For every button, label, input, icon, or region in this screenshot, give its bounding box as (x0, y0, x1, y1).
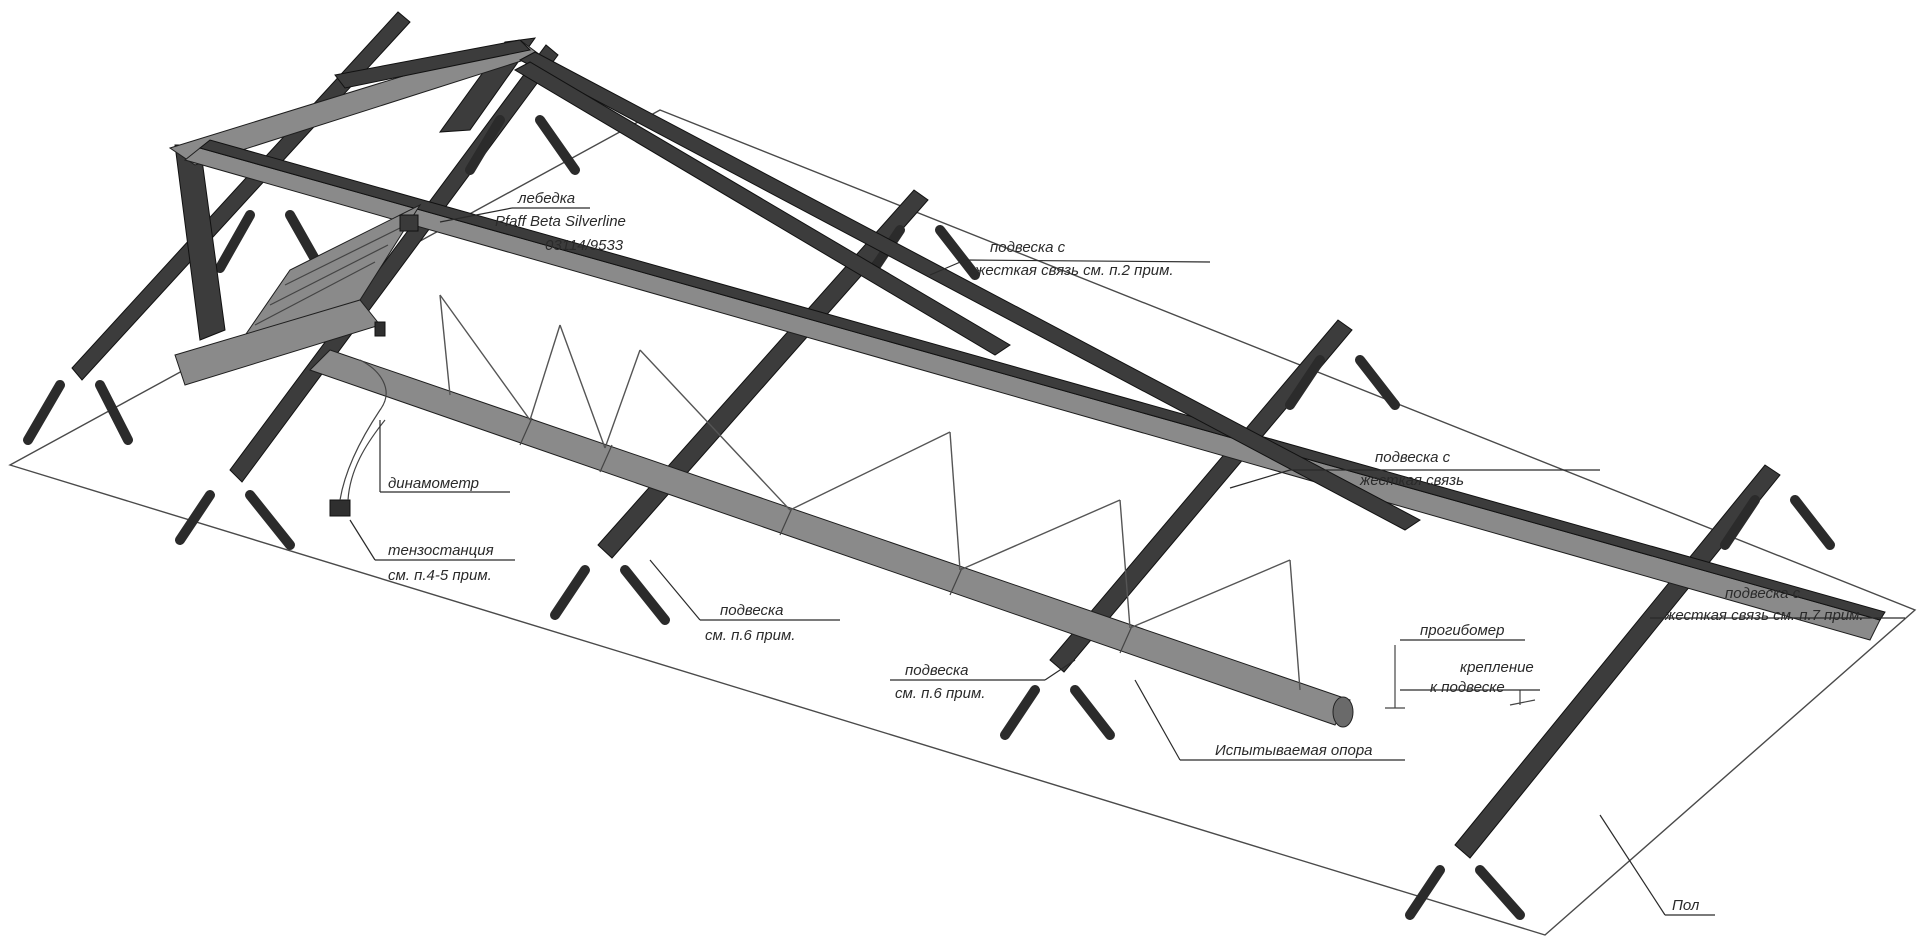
callout-winch-line1: лебедка (517, 190, 575, 207)
callout-winch: лебедка Pfaff Beta Silverline 03114/9533 (439, 190, 626, 254)
callout-load-fixture-line1: крепление (1460, 659, 1534, 676)
callout-suspension-p6-left-line1: подвеска (720, 602, 784, 619)
callout-tensometer: тензостанция см. п.4-5 прим. (349, 519, 515, 584)
diagonal-stays (513, 51, 1421, 531)
callout-deflectometer-text: прогибомер (1420, 622, 1504, 639)
callout-suspension-p6-right-line1: подвеска (905, 662, 969, 679)
callout-winch-line2: Pfaff Beta Silverline (495, 213, 626, 230)
callout-deflectometer: прогибомер (1400, 622, 1525, 641)
cross-beam-3 (550, 189, 980, 625)
main-girder-top (198, 139, 1886, 621)
callout-suspension-top-line2: жесткая связь см. п.2 прим. (974, 262, 1174, 279)
callout-dynamometer: динамометр (379, 420, 510, 493)
callout-suspension-top: подвеска с жесткая связь см. п.2 прим. (929, 239, 1211, 279)
suspension-ropes (439, 294, 1301, 691)
callout-suspension-mid-line2: жесткая связь (1359, 472, 1464, 489)
cross-beam-4 (1000, 319, 1400, 740)
cross-beam-2 (175, 44, 580, 550)
deflectometer (1385, 645, 1536, 709)
callout-test-support-text: Испытываемая опора (1215, 742, 1373, 759)
test-pipe (309, 349, 1354, 728)
callout-suspension-mid-line1: подвеска с (1375, 449, 1451, 466)
callout-floor: Пол (1599, 814, 1715, 916)
callout-winch-line3: 03114/9533 (545, 237, 624, 254)
dynamometer-unit (374, 321, 386, 337)
callout-suspension-right: подвеска с жесткая связь см. п.7 прим. (1650, 585, 1905, 624)
tower-frame (168, 37, 542, 341)
callout-suspension-p6-left-line2: см. п.6 прим. (705, 627, 795, 644)
callout-suspension-p6-left: подвеска см. п.6 прим. (649, 559, 840, 644)
callout-suspension-mid: подвеска с жесткая связь (1229, 449, 1600, 489)
callout-suspension-top-line1: подвеска с (990, 239, 1066, 256)
callout-suspension-right-line1: подвеска с (1725, 585, 1801, 602)
tensometer-unit (329, 359, 387, 517)
callout-dynamometer-text: динамометр (388, 475, 479, 492)
callout-suspension-p6-right-line2: см. п.6 прим. (895, 685, 985, 702)
callout-test-support: Испытываемая опора (1134, 679, 1405, 761)
callout-load-fixture: крепление к подвеске (1400, 659, 1540, 696)
callout-suspension-right-line2: жесткая связь см. п.7 прим. (1664, 607, 1864, 624)
winch-body (399, 214, 419, 232)
callout-tensometer-line1: тензостанция (388, 542, 494, 559)
callout-floor-text: Пол (1672, 897, 1700, 914)
callout-load-fixture-line2: к подвеске (1430, 679, 1505, 696)
callout-tensometer-line2: см. п.4-5 прим. (388, 567, 492, 584)
callout-suspension-p6-right: подвеска см. п.6 прим. (890, 659, 1076, 702)
